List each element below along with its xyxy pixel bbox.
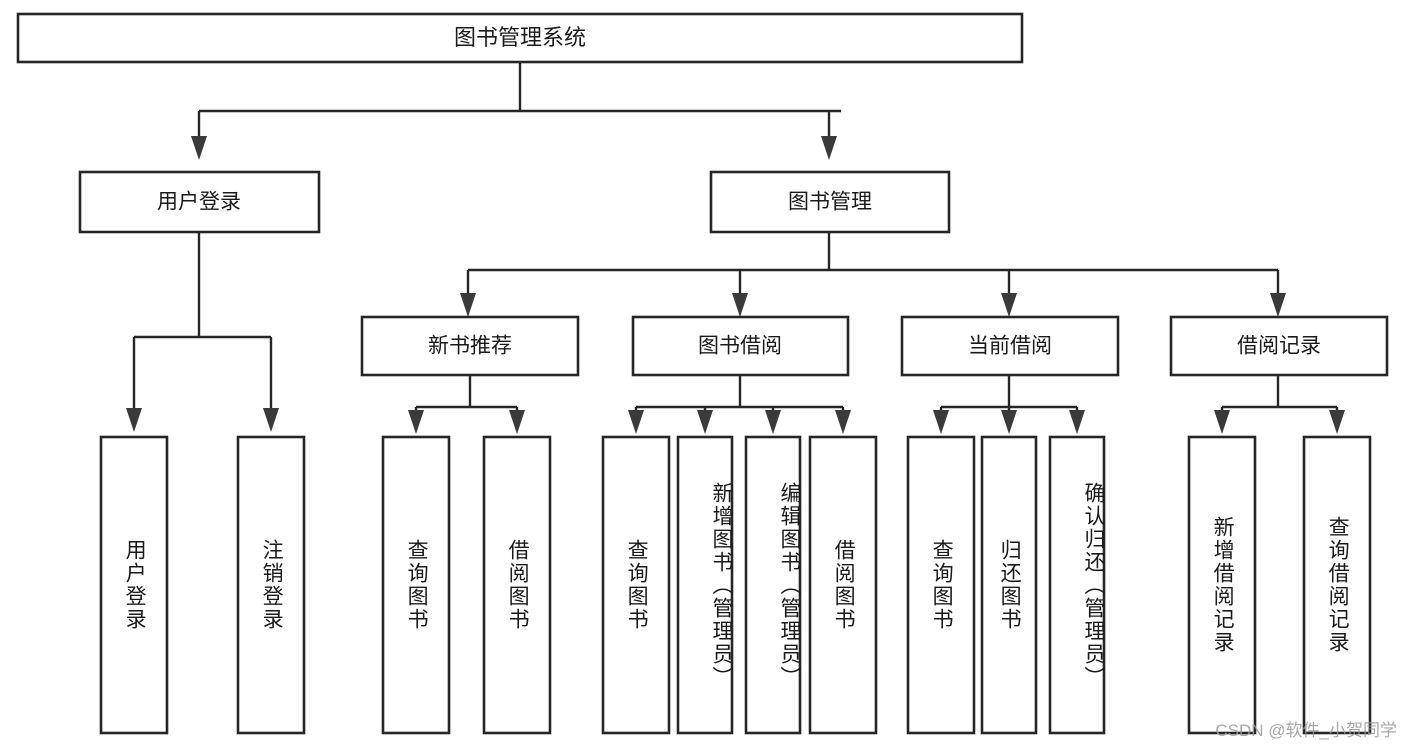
connector-group-borrow <box>628 375 851 434</box>
node-user-login-label: 用户登录 <box>157 191 241 214</box>
node-book-borrow-label: 图书借阅 <box>698 335 782 358</box>
leaf-box-9[interactable] <box>980 435 1038 735</box>
node-borrow-records[interactable]: 借阅记录 <box>1169 315 1389 377</box>
arrow-head-leaf-10 <box>1069 410 1085 434</box>
arrow-head-leaf-2 <box>408 410 424 434</box>
node-book-management-box[interactable] <box>709 170 951 234</box>
node-borrow-records-label: 借阅记录 <box>1237 335 1321 358</box>
arrow-head-records <box>1270 293 1286 317</box>
leaf-box-0[interactable] <box>99 435 169 735</box>
node-new-book-recommend[interactable]: 新书推荐 <box>360 315 580 377</box>
arrow-head-borrow <box>732 293 748 317</box>
node-root[interactable]: 图书管理系统 <box>16 12 1024 64</box>
arrow-head-leaf-9 <box>1001 410 1017 434</box>
arrow-head-leaf-11 <box>1214 410 1230 434</box>
connector-group-user-login <box>126 232 279 432</box>
leaf-box-2[interactable] <box>381 435 451 735</box>
connector-group-book-mgmt <box>460 232 1286 317</box>
leaf-box-6[interactable] <box>744 435 802 735</box>
leaf-box-8[interactable] <box>906 435 976 735</box>
leaf-box-5[interactable] <box>676 435 734 735</box>
leaf-box-7[interactable] <box>808 435 878 735</box>
node-user-login-box[interactable] <box>78 170 321 234</box>
connector-group-root <box>191 62 841 160</box>
leaf-box-11[interactable] <box>1187 435 1257 735</box>
arrow-head-leaf-4 <box>628 410 644 434</box>
node-book-management-label: 图书管理 <box>788 191 872 214</box>
node-current-borrow-label: 当前借阅 <box>968 335 1052 358</box>
arrow-head-leaf-0 <box>126 408 142 432</box>
node-new-book-recommend-box[interactable] <box>360 315 580 377</box>
leaf-boxes <box>99 435 1372 735</box>
node-root-label: 图书管理系统 <box>454 25 586 50</box>
arrow-head-leaf-7 <box>835 410 851 434</box>
node-book-borrow[interactable]: 图书借阅 <box>631 315 850 377</box>
arrow-head-leaf-12 <box>1329 410 1345 434</box>
node-root-box[interactable] <box>16 12 1024 64</box>
connector-group-current <box>933 375 1085 434</box>
leaf-box-1[interactable] <box>236 435 306 735</box>
arrow-head-new-books <box>460 293 476 317</box>
arrow-head-leaf-1 <box>263 408 279 432</box>
arrow-head-leaf-3 <box>509 410 525 434</box>
arrow-head-leaf-8 <box>933 410 949 434</box>
connector-group-records <box>1214 375 1345 434</box>
node-new-book-recommend-label: 新书推荐 <box>428 335 512 358</box>
leaf-box-4[interactable] <box>601 435 671 735</box>
arrow-head-to-user-login <box>191 136 207 160</box>
node-user-login[interactable]: 用户登录 <box>78 170 321 234</box>
leaf-box-12[interactable] <box>1302 435 1372 735</box>
leaf-box-10[interactable] <box>1048 435 1106 735</box>
node-book-borrow-box[interactable] <box>631 315 850 377</box>
node-current-borrow-box[interactable] <box>900 315 1120 377</box>
leaf-box-3[interactable] <box>482 435 552 735</box>
node-book-management[interactable]: 图书管理 <box>709 170 951 234</box>
arrow-head-current <box>1001 293 1017 317</box>
node-borrow-records-box[interactable] <box>1169 315 1389 377</box>
csdn-watermark: CSDN @软件_小贺同学 <box>1215 721 1397 740</box>
node-current-borrow[interactable]: 当前借阅 <box>900 315 1120 377</box>
arrow-head-leaf-6 <box>765 410 781 434</box>
arrow-head-leaf-5 <box>697 410 713 434</box>
arrow-head-to-book-mgmt <box>821 136 837 160</box>
connector-group-new-books <box>408 375 525 434</box>
